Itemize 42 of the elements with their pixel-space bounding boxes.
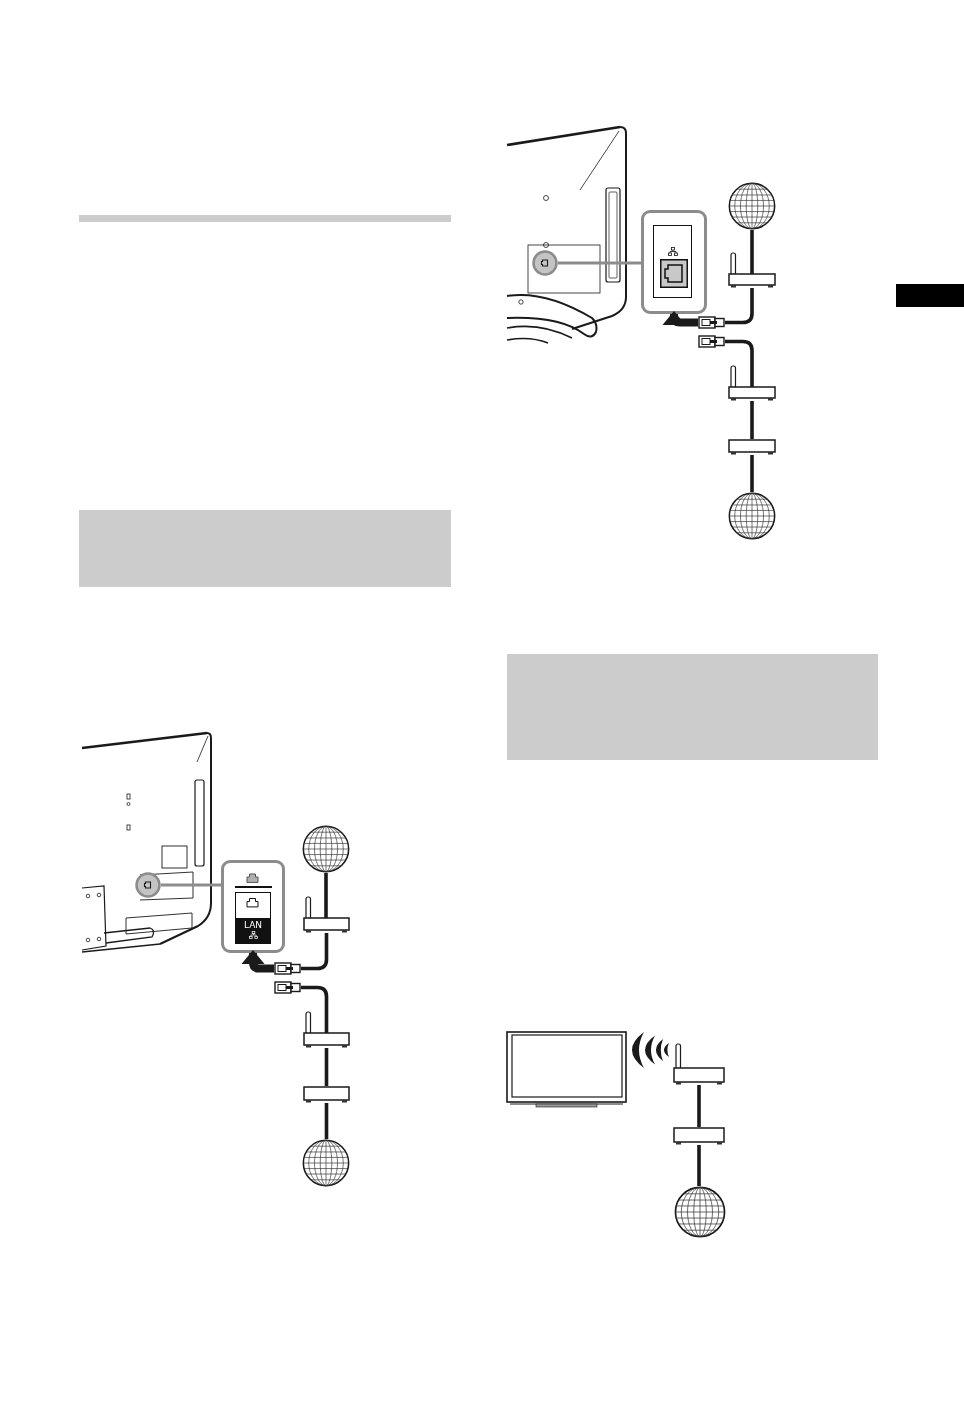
cable-plug-icon bbox=[274, 981, 301, 994]
cable-line bbox=[725, 339, 754, 387]
callout-circle bbox=[533, 251, 557, 275]
leader-line bbox=[161, 883, 221, 887]
globe-icon bbox=[302, 1139, 350, 1187]
modem-icon bbox=[303, 1086, 350, 1103]
port-panel bbox=[221, 860, 285, 953]
cable-line bbox=[301, 933, 329, 971]
port-panel bbox=[641, 210, 707, 314]
modem-icon bbox=[728, 439, 776, 455]
arrow bbox=[241, 950, 274, 973]
port-label: LAN bbox=[243, 920, 263, 930]
router-icon bbox=[673, 1043, 725, 1085]
cable-line bbox=[324, 1048, 329, 1086]
tv-rear-drawing bbox=[505, 124, 630, 346]
cable-line bbox=[301, 985, 329, 1033]
cable-line bbox=[725, 288, 754, 325]
cable-line bbox=[750, 230, 754, 274]
globe-icon bbox=[302, 825, 350, 873]
cable-line bbox=[697, 1085, 701, 1127]
modem-icon bbox=[673, 1127, 725, 1145]
cable-line bbox=[324, 1103, 329, 1139]
tv-front-drawing bbox=[505, 1030, 628, 1110]
cable-plug-icon bbox=[698, 316, 725, 329]
callout-circle bbox=[136, 873, 160, 897]
globe-icon bbox=[674, 1186, 726, 1238]
globe-icon bbox=[728, 492, 776, 540]
cable-line bbox=[324, 873, 328, 918]
router-icon bbox=[303, 1011, 350, 1048]
router-icon bbox=[728, 252, 776, 288]
router-icon bbox=[728, 365, 776, 401]
cable-line bbox=[750, 455, 754, 492]
router-icon bbox=[303, 896, 350, 933]
heading-band bbox=[79, 510, 451, 587]
globe-icon bbox=[728, 182, 776, 230]
cable-line bbox=[697, 1145, 701, 1186]
leader-line bbox=[558, 261, 641, 265]
cable-plug-icon bbox=[698, 335, 725, 348]
cable-line bbox=[750, 401, 754, 439]
heading-band bbox=[507, 654, 878, 760]
arrow bbox=[662, 311, 698, 327]
cable-plug-icon bbox=[274, 962, 301, 975]
